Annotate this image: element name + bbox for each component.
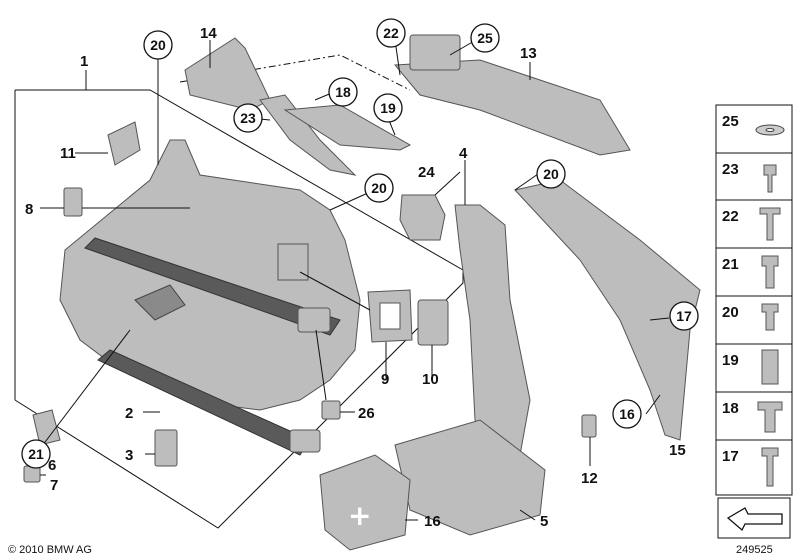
cover-8 [63, 187, 83, 217]
svg-text:17: 17 [676, 308, 692, 324]
first-aid-cross-icon: + [348, 499, 371, 532]
first-aid-box-16 [319, 454, 411, 551]
callout-4: 4 [459, 145, 468, 162]
callout-1: 1 [80, 53, 88, 70]
rivet-20-icon [761, 303, 779, 331]
direction-arrow-icon [726, 507, 783, 532]
group-top-bracket [179, 54, 411, 91]
leader-lines [35, 39, 670, 521]
panel-insert [277, 243, 309, 281]
callout-8: 8 [25, 201, 33, 218]
callout-circle-20-c: 20 [536, 159, 566, 189]
net-strap-upper [84, 237, 341, 336]
callout-circle-19-b: 19 [373, 93, 403, 123]
side-trim-panel [59, 139, 361, 411]
callout-circle-25: 25 [470, 23, 500, 53]
clip-3 [154, 429, 178, 467]
copyright-text: © 2010 BMW AG [8, 544, 92, 556]
callout-circle-23: 23 [233, 103, 263, 133]
legend-21: 21 [722, 256, 739, 273]
side-trim-recess [134, 284, 186, 321]
screw-21-icon [761, 255, 779, 289]
cover-6 [32, 409, 61, 446]
screw-22-icon [759, 207, 781, 241]
socket-10 [417, 299, 449, 346]
callout-circle-19-a: 18 [328, 77, 358, 107]
callout-circle-20-a: 20 [143, 30, 173, 60]
callout-24: 24 [418, 164, 435, 181]
trim-panel-15 [514, 179, 701, 441]
legend-22: 22 [722, 208, 739, 225]
callout-13: 13 [520, 45, 537, 62]
fastener-legend: 25 23 22 21 20 19 18 17 [715, 104, 793, 496]
svg-text:20: 20 [150, 37, 166, 53]
callout-7: 7 [50, 477, 58, 494]
callout-2: 2 [125, 405, 133, 422]
callout-circle-20-b: 20 [364, 173, 394, 203]
callout-11: 11 [60, 145, 76, 162]
callout-5: 5 [540, 513, 548, 530]
svg-text:22: 22 [383, 25, 399, 41]
cover-26 [321, 400, 341, 420]
arrow-box [717, 497, 791, 539]
callout-10: 10 [422, 371, 439, 388]
screw-17-icon [761, 447, 779, 487]
callout-circle-18: 17 [669, 301, 699, 331]
legend-19: 19 [722, 352, 739, 369]
svg-text:23: 23 [240, 110, 256, 126]
callout-circle-21: 21 [21, 439, 51, 469]
legend-25: 25 [722, 113, 739, 130]
svg-text:25: 25 [477, 30, 493, 46]
group-1-bracket [14, 70, 464, 529]
legend-20: 20 [722, 304, 739, 321]
svg-text:18: 18 [335, 84, 351, 100]
clip-18-icon [757, 401, 783, 433]
svg-text:16: 16 [619, 406, 635, 422]
callout-12: 12 [581, 470, 598, 487]
clip-11 [107, 121, 141, 166]
svg-text:20: 20 [543, 166, 559, 182]
stud-icon [763, 164, 777, 193]
frame-13 [393, 59, 631, 156]
trim-panel-4 [454, 204, 531, 461]
callout-14: 14 [200, 25, 217, 42]
callout-26: 26 [358, 405, 375, 422]
strap-buckle-lower [289, 429, 321, 453]
handle-24 [399, 194, 446, 241]
callout-15: 15 [669, 442, 686, 459]
svg-text:19: 19 [380, 100, 396, 116]
clip-19-icon [761, 349, 779, 385]
image-number: 249525 [736, 544, 773, 556]
pillar-trim-23 [259, 94, 357, 176]
svg-text:21: 21 [28, 446, 44, 462]
plug-12 [581, 414, 597, 438]
callout-6: 6 [48, 457, 56, 474]
strap-buckle [297, 307, 331, 333]
upper-trim-14 [184, 37, 271, 111]
cover-5 [394, 419, 546, 536]
legend-18: 18 [722, 400, 739, 417]
callout-circle-22: 22 [376, 18, 406, 48]
panel-19 [283, 104, 412, 151]
callout-circle-17: 16 [612, 399, 642, 429]
bracket-22-25 [409, 34, 461, 71]
callout-3: 3 [125, 447, 133, 464]
svg-text:20: 20 [371, 180, 387, 196]
legend-17: 17 [722, 448, 739, 465]
callout-9: 9 [381, 371, 389, 388]
legend-23: 23 [722, 161, 739, 178]
frame-9-hole [379, 302, 401, 330]
callout-16: 16 [424, 513, 441, 530]
